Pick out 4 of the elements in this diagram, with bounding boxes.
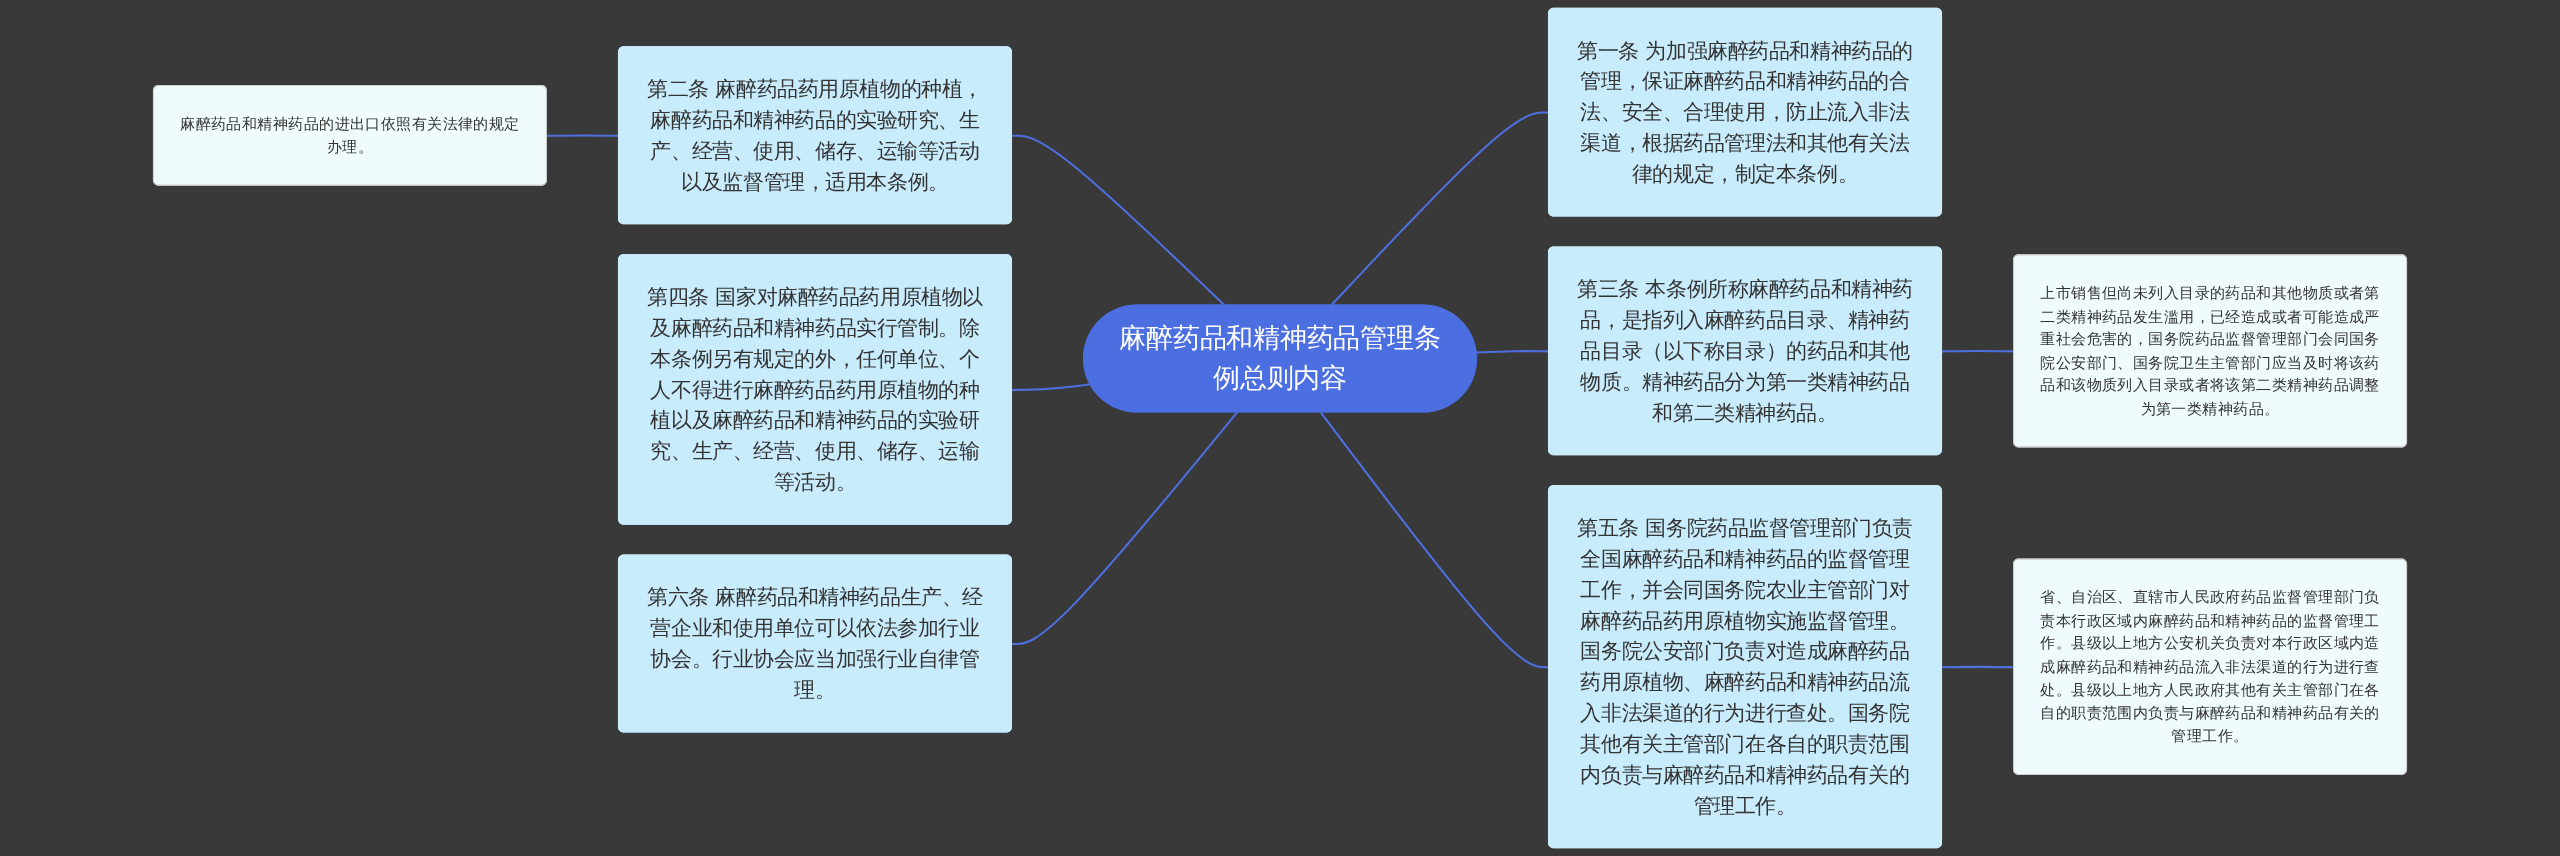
- connector: [1012, 411, 1238, 646]
- connector: [546, 134, 619, 137]
- connector: [1012, 134, 1226, 307]
- connector: [1012, 383, 1091, 391]
